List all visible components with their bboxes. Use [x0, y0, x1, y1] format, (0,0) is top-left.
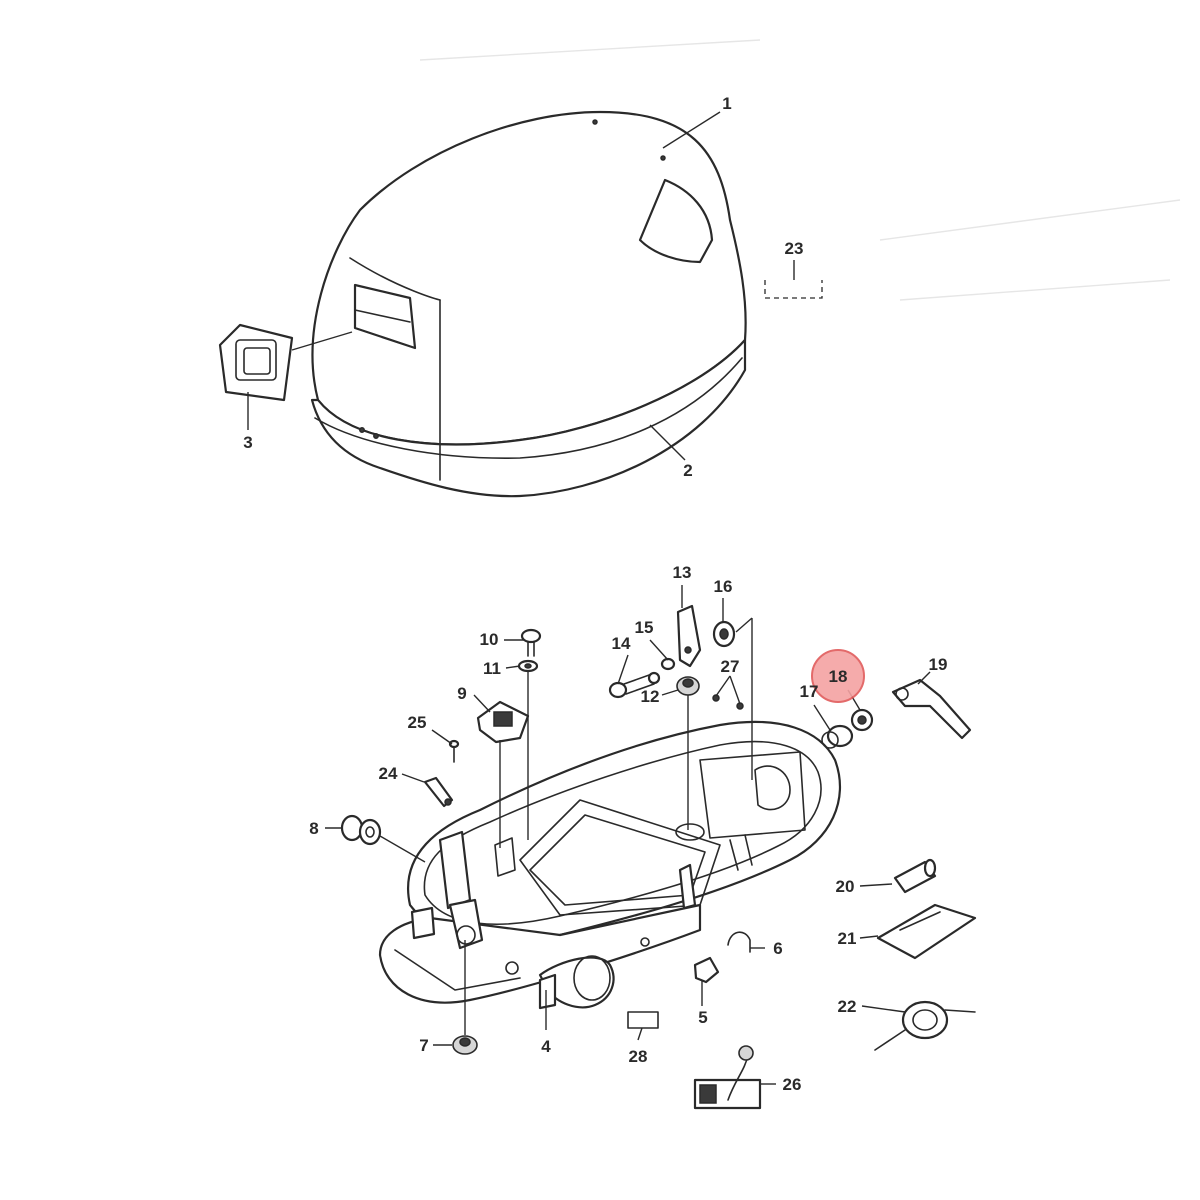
grommet-part-3: [218, 323, 294, 402]
part-11-washer: [517, 659, 539, 673]
callout-18[interactable]: 18: [829, 667, 848, 686]
part-18-washer: [850, 708, 874, 732]
part-20-bushing: [893, 858, 937, 894]
callout-19[interactable]: 19: [929, 655, 948, 674]
callout-9[interactable]: 9: [457, 684, 466, 703]
callout-21[interactable]: 21: [838, 929, 857, 948]
bottom-cowl-part: [378, 720, 842, 1010]
callout-2[interactable]: 2: [683, 461, 692, 480]
part-10-screw: [520, 628, 542, 657]
callout-26[interactable]: 26: [783, 1075, 802, 1094]
callout-10[interactable]: 10: [480, 630, 499, 649]
part-26-fuel-decal: [693, 1045, 762, 1110]
part-6-clip: [727, 931, 751, 953]
background-ghost-lines: [419, 39, 1181, 301]
callout-5[interactable]: 5: [698, 1008, 707, 1027]
part-17-bushing: [821, 724, 854, 749]
callout-28[interactable]: 28: [629, 1047, 648, 1066]
part-27-screws: [712, 694, 744, 710]
callout-23[interactable]: 23: [785, 239, 804, 258]
part-5-cap: [693, 956, 720, 984]
callout-12[interactable]: 12: [641, 687, 660, 706]
part-21-pad: [876, 903, 977, 960]
callout-27[interactable]: 27: [721, 657, 740, 676]
callout-24[interactable]: 24: [379, 764, 398, 783]
leader-lines: [247, 111, 931, 1085]
part-16-bushing: [712, 620, 736, 648]
part-15-washer: [660, 657, 676, 671]
callout-1[interactable]: 1: [722, 94, 731, 113]
callout-3[interactable]: 3: [243, 433, 252, 452]
part-13-bracket: [676, 604, 702, 668]
part-22-cable: [874, 1000, 976, 1051]
callout-7[interactable]: 7: [419, 1036, 428, 1055]
callout-13[interactable]: 13: [673, 563, 692, 582]
highlight-circle: [811, 649, 865, 703]
dashed-bracket-part-23: [764, 280, 823, 299]
callout-22[interactable]: 22: [838, 997, 857, 1016]
callout-4[interactable]: 4: [541, 1037, 551, 1056]
callout-14[interactable]: 14: [612, 634, 631, 653]
callout-16[interactable]: 16: [714, 577, 733, 596]
part-19-lever: [891, 678, 972, 740]
callout-15[interactable]: 15: [635, 618, 654, 637]
part-9-latch: [476, 700, 530, 744]
part-25-screw: [448, 739, 460, 763]
callout-8[interactable]: 8: [309, 819, 318, 838]
callout-6[interactable]: 6: [773, 939, 782, 958]
callout-11[interactable]: 11: [483, 659, 501, 678]
callout-25[interactable]: 25: [408, 713, 427, 732]
top-cowl-part: [310, 110, 747, 498]
part-24-strap: [423, 776, 454, 808]
part-7-nut: [452, 1035, 478, 1055]
callout-17[interactable]: 17: [800, 682, 819, 701]
part-28-label: [627, 1011, 659, 1029]
part-8-grommet: [340, 814, 382, 846]
callout-20[interactable]: 20: [836, 877, 855, 896]
callout-labels: 1 2 3 4 5 6 7 8 9 10 11 12 13 14 15 16 1…: [243, 94, 947, 1094]
part-12-grommet: [676, 676, 700, 696]
